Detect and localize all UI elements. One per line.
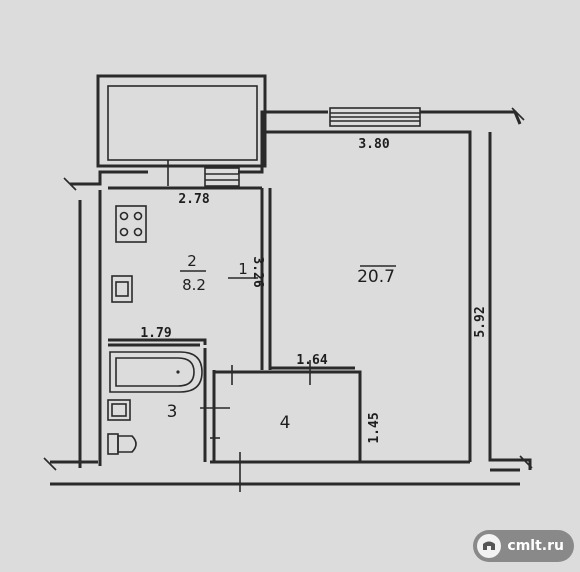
kitchen-sink-icon [111,275,133,303]
room3-number: 3 [167,402,178,422]
exterior-walls [50,110,532,486]
balcony [96,74,267,168]
dimension-ticks [43,107,533,492]
dim-hall-length: 1.45 [367,412,382,443]
window-main [329,107,421,127]
dim-bath-width: 1.79 [140,326,171,341]
site-watermark: cmlt.ru [473,530,574,562]
bathtub-icon [109,351,203,393]
window-kitchen [204,167,240,187]
dim-hall-width: 1.64 [296,353,327,368]
room2-number: 2 [187,252,197,270]
stove-icon [115,205,147,243]
site-name: cmlt.ru [507,538,564,554]
interior-walls [108,186,362,462]
room1-number: 1 [238,260,248,278]
room4-number: 4 [280,413,291,433]
dim-room2-width: 2.78 [178,192,209,207]
room2-area: 8.2 [182,276,206,294]
cmlt-logo-icon [477,534,502,558]
dim-room1-length: 5.92 [473,306,488,337]
bath-sink-icon [107,399,131,421]
dim-room2-length: 3.26 [250,256,265,287]
dim-room1-width: 3.80 [358,137,389,152]
room1-area: 20.7 [357,267,395,287]
toilet-icon [107,433,137,455]
